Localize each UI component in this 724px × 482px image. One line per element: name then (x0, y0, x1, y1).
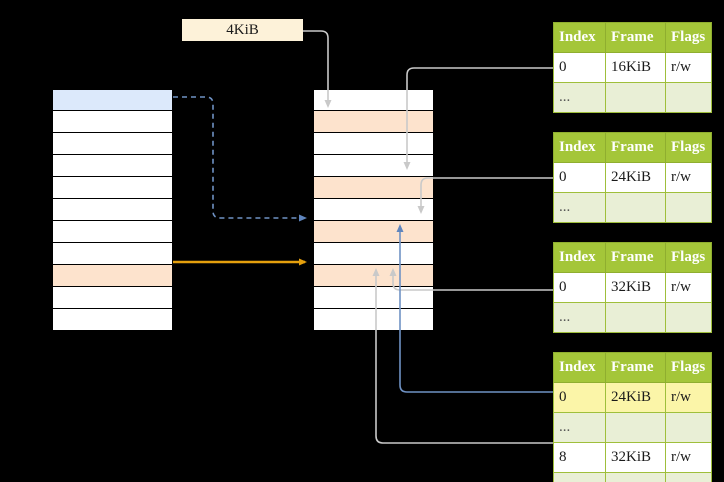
column-header-index: Index (553, 242, 606, 273)
table-cell: 24KiB (605, 382, 666, 413)
column-header-index: Index (553, 22, 606, 53)
table-row[interactable]: ... (553, 192, 712, 223)
table-cell: 24KiB (605, 162, 666, 193)
table-cell: 16KiB (605, 52, 666, 83)
table-cell (665, 302, 712, 333)
table-cell: 8 (553, 442, 606, 473)
table-cell: r/w (665, 162, 712, 193)
column-header-flags: Flags (665, 242, 712, 273)
column-header-flags: Flags (665, 132, 712, 163)
column-header-frame: Frame (605, 242, 666, 273)
link-table2-to-frame (417, 177, 553, 214)
memory-cell (52, 177, 173, 199)
table-cell (665, 412, 712, 443)
memory-cell (313, 199, 434, 221)
table-row[interactable]: ... (553, 412, 712, 443)
virtual-address-space-column (52, 89, 173, 331)
column-header-index: Index (553, 132, 606, 163)
memory-cell (313, 89, 434, 111)
column-header-flags: Flags (665, 22, 712, 53)
memory-cell (313, 155, 434, 177)
table-cell: 0 (553, 272, 606, 303)
memory-cell (52, 287, 173, 309)
table-cell: r/w (665, 442, 712, 473)
physical-memory-column (313, 89, 434, 331)
table-cell (605, 472, 666, 482)
column-header-frame: Frame (605, 352, 666, 383)
table-cell: 0 (553, 162, 606, 193)
table-cell (665, 82, 712, 113)
page-size-label: 4KiB (182, 19, 303, 41)
memory-cell (52, 133, 173, 155)
table-cell: 32KiB (605, 272, 666, 303)
memory-cell (313, 265, 434, 287)
memory-cell (52, 111, 173, 133)
table-cell: 0 (553, 382, 606, 413)
memory-cell (313, 133, 434, 155)
memory-cell (313, 221, 434, 243)
memory-cell (52, 243, 173, 265)
table-row[interactable]: ... (553, 302, 712, 333)
table-cell: ... (553, 82, 606, 113)
table-row[interactable]: ... (553, 82, 712, 113)
table-cell: ... (553, 302, 606, 333)
memory-cell (313, 287, 434, 309)
table-cell: 0 (553, 52, 606, 83)
table-cell: r/w (665, 382, 712, 413)
table-row[interactable]: ... (553, 472, 712, 482)
link-blue-page-to-frame (173, 96, 307, 222)
column-header-index: Index (553, 352, 606, 383)
memory-cell (313, 177, 434, 199)
table-cell (605, 192, 666, 223)
column-header-flags: Flags (665, 352, 712, 383)
memory-cell (52, 89, 173, 111)
memory-cell (313, 111, 434, 133)
table-cell: 32KiB (605, 442, 666, 473)
memory-cell (313, 243, 434, 265)
table-cell (605, 82, 666, 113)
memory-cell (313, 309, 434, 331)
table-cell (665, 472, 712, 482)
column-header-frame: Frame (605, 22, 666, 53)
table-cell: ... (553, 412, 606, 443)
table-cell (605, 302, 666, 333)
table-cell: ... (553, 192, 606, 223)
table-cell: r/w (665, 272, 712, 303)
memory-cell (52, 155, 173, 177)
table-cell: ... (553, 472, 606, 482)
memory-cell (52, 221, 173, 243)
table-cell (665, 192, 712, 223)
memory-cell (52, 265, 173, 287)
table-cell: r/w (665, 52, 712, 83)
memory-cell (52, 309, 173, 331)
memory-cell (52, 199, 173, 221)
column-header-frame: Frame (605, 132, 666, 163)
table-cell (605, 412, 666, 443)
